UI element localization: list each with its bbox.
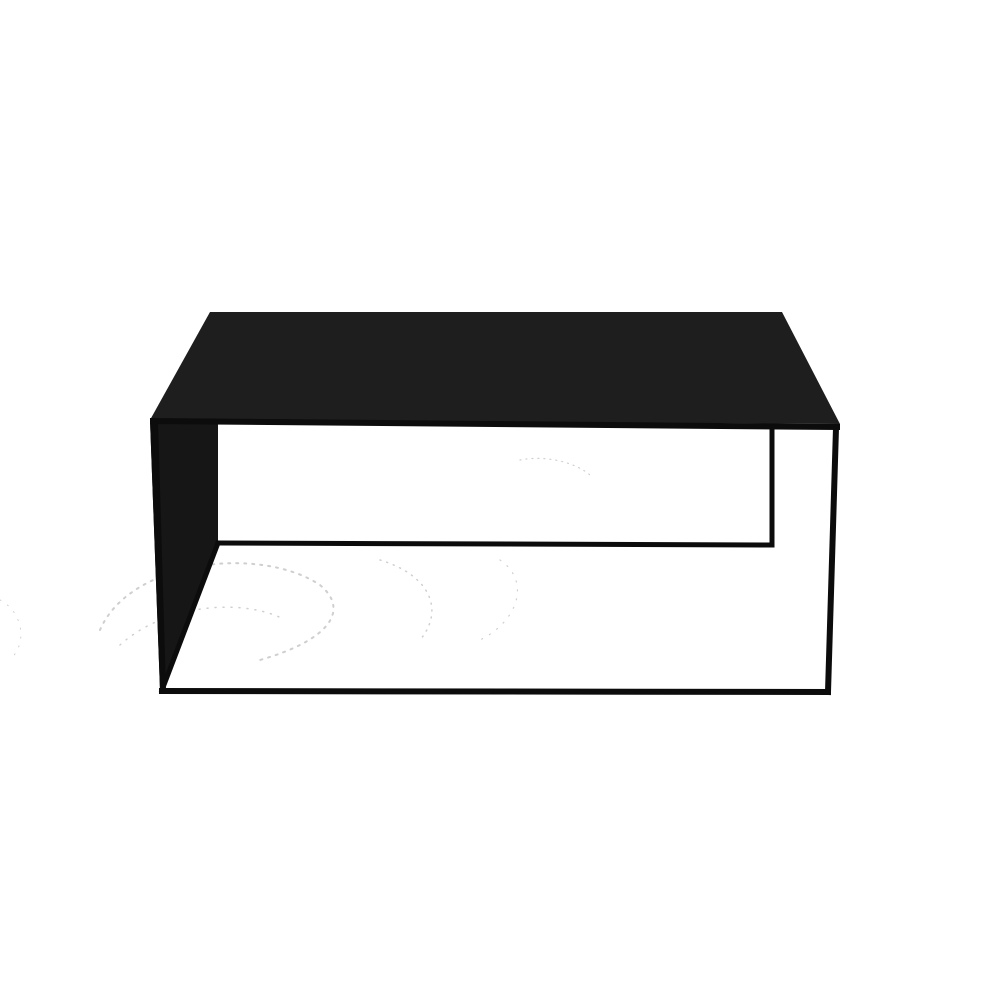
table-top-front-edge [150,418,840,430]
floor-swirl-3 [379,559,433,641]
floor-texture [0,457,591,661]
frame-side-bottom-rail [158,539,222,694]
table-top [150,312,840,424]
floor-swirl-5 [519,457,591,476]
frame-front-leg [824,424,840,696]
table-side-panel [150,420,218,690]
floor-swirl-6 [0,599,22,661]
frame-front-bottom-rail [158,687,832,696]
frame-rear-bottom-rail [215,540,775,548]
floor-swirl-2 [119,606,286,646]
table-frame [158,424,840,696]
floor-swirl-4 [479,559,518,641]
table-side-panel-edge [150,420,166,690]
floor-swirl-1 [99,562,335,661]
